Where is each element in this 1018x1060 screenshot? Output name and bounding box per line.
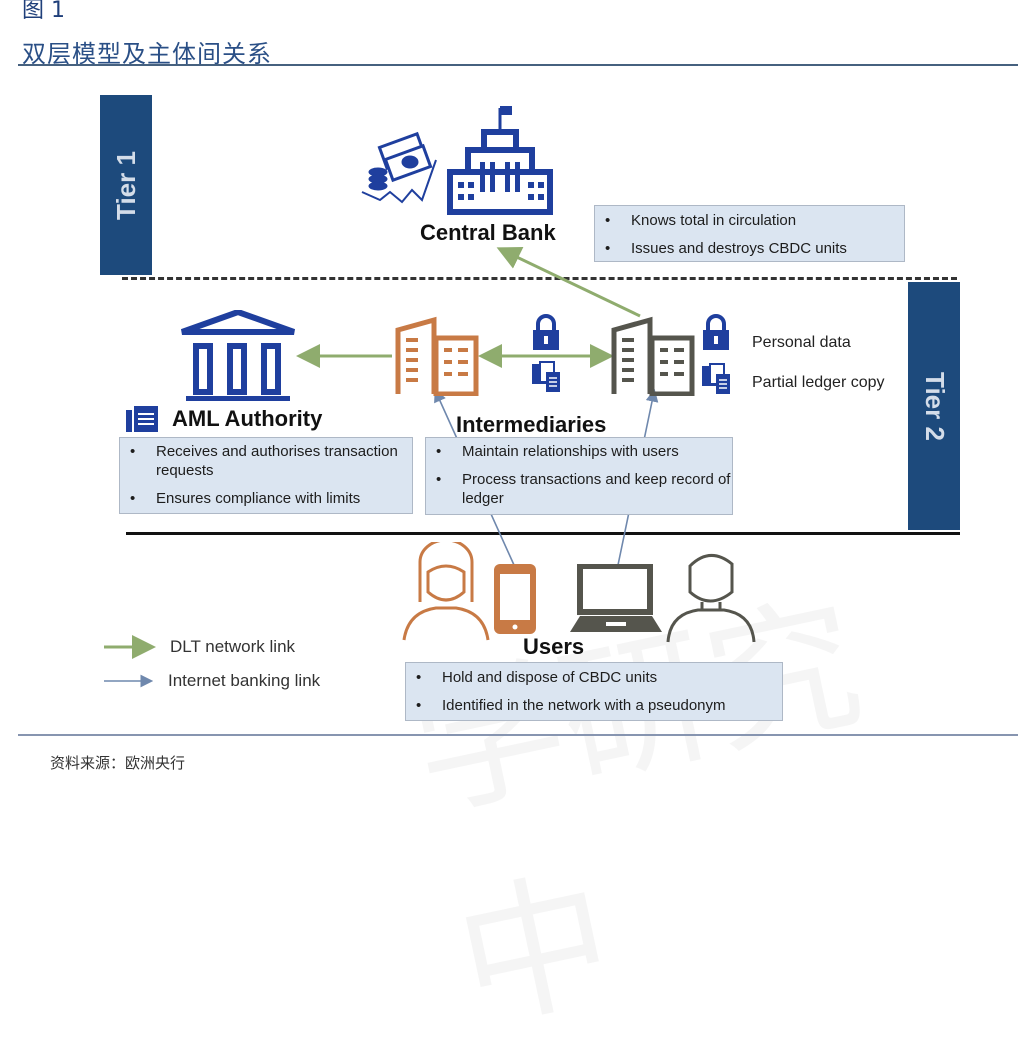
figure-title: 双层模型及主体间关系 xyxy=(22,40,272,68)
intermediaries-label: Intermediaries xyxy=(456,412,607,437)
dlt-link-intermediary-to-central-bank xyxy=(496,246,641,318)
lock-icon xyxy=(533,314,559,350)
users-bullet: Hold and dispose of CBDC units xyxy=(406,668,782,687)
aml-authority-info-box: Receives and authorises transaction requ… xyxy=(119,437,413,514)
lock-icon-legend xyxy=(703,314,729,350)
aml-bullet: Ensures compliance with limits xyxy=(120,489,412,508)
figure-label: 图 1 xyxy=(22,0,65,23)
users-bullet: Identified in the network with a pseudon… xyxy=(406,696,782,715)
laptop-icon xyxy=(570,564,662,632)
title-rule xyxy=(18,64,1018,66)
money-icon xyxy=(361,131,437,204)
aml-authority-building-icon xyxy=(180,310,296,401)
intermediary-building-gray-icon xyxy=(611,316,695,396)
smartphone-icon xyxy=(494,564,536,634)
document-icon xyxy=(126,406,158,432)
source-note: 资料来源：欧洲央行 xyxy=(50,754,186,772)
ledger-copy-icon xyxy=(532,361,560,392)
partial-ledger-label: Partial ledger copy xyxy=(752,374,885,391)
central-bank-bullet: Issues and destroys CBDC units xyxy=(595,239,904,258)
tier-1-bar: Tier 1 xyxy=(100,95,152,275)
aml-bullet: Receives and authorises transaction requ… xyxy=(120,442,412,480)
tier-divider-solid xyxy=(126,532,960,535)
male-user-icon xyxy=(666,554,756,643)
connections xyxy=(104,246,659,688)
central-bank-info-box: Knows total in circulation Issues and de… xyxy=(594,205,905,262)
aml-authority-label: AML Authority xyxy=(172,406,323,431)
intermediaries-bullet: Process transactions and keep record of … xyxy=(426,470,732,508)
female-user-icon xyxy=(402,542,490,641)
users-label: Users xyxy=(523,634,585,659)
central-bank-label: Central Bank xyxy=(420,220,556,245)
legend-internet-label: Internet banking link xyxy=(168,671,321,690)
tier-divider-dashed xyxy=(122,277,957,280)
legend-dlt-label: DLT network link xyxy=(170,637,296,656)
intermediary-building-orange-icon xyxy=(395,316,479,396)
intermediaries-info-box: Maintain relationships with users Proces… xyxy=(425,437,733,515)
bottom-rule xyxy=(18,734,1018,736)
intermediaries-bullet: Maintain relationships with users xyxy=(426,442,732,461)
ledger-copy-icon-legend xyxy=(702,363,730,394)
central-bank-bullet: Knows total in circulation xyxy=(595,211,904,230)
central-bank-building-icon xyxy=(447,106,553,215)
personal-data-label: Personal data xyxy=(752,334,851,351)
tier-2-bar: Tier 2 xyxy=(908,282,960,530)
users-info-box: Hold and dispose of CBDC units Identifie… xyxy=(405,662,783,721)
